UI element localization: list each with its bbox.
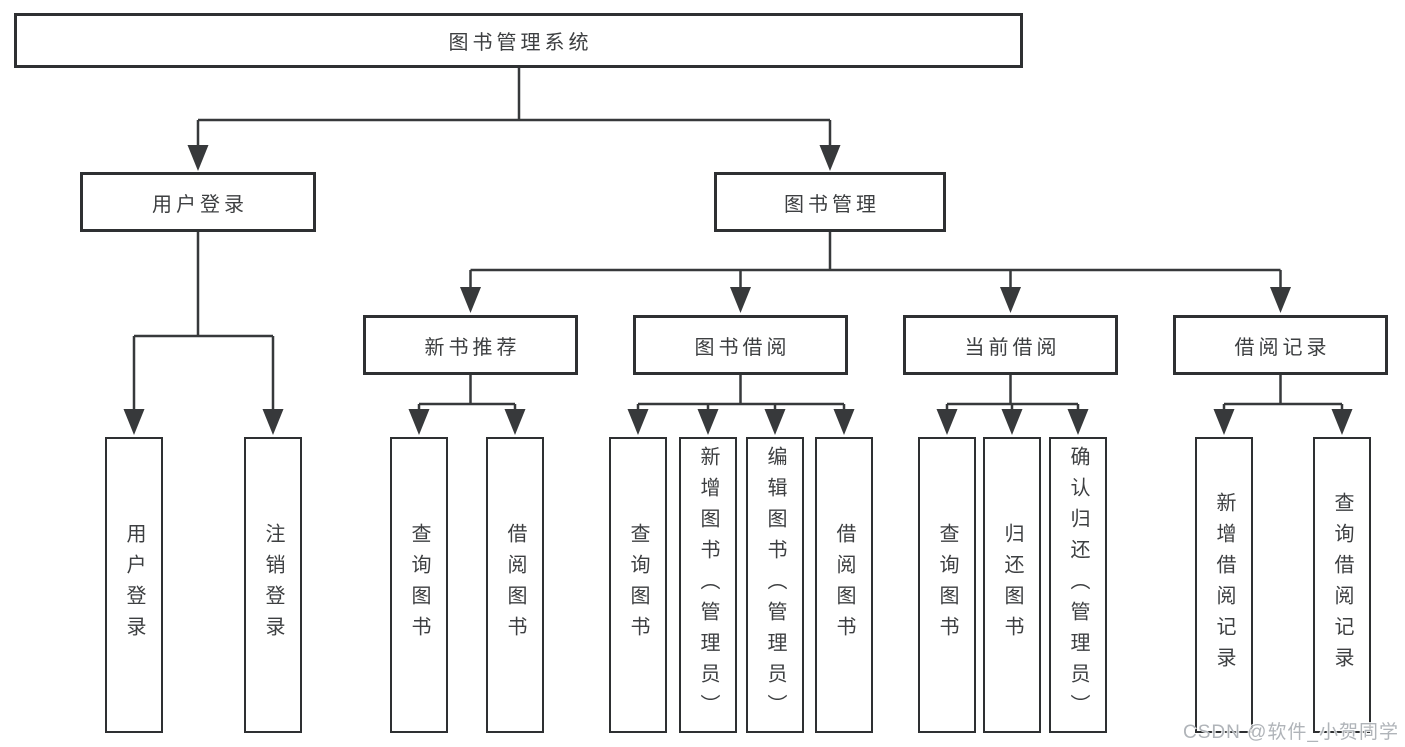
node-user-login: 用户登录	[80, 172, 316, 232]
arrowhead-icon	[460, 287, 481, 313]
arrowhead-icon	[819, 145, 841, 171]
connector-path	[469, 232, 1282, 290]
node-book-borrowing: 图书借阅	[633, 315, 848, 375]
leaf-label: 归还图书	[1001, 523, 1023, 647]
arrowhead-icon	[833, 409, 855, 435]
arrowhead-icon	[1213, 409, 1235, 435]
watermark: CSDN @软件_小贺同学	[1183, 722, 1399, 743]
leaf-borrowing-borrow-books: 借阅图书	[815, 437, 873, 733]
arrowhead-icon	[1270, 287, 1291, 313]
leaf-label: 查询图书	[408, 523, 430, 647]
leaf-label: 借阅图书	[833, 523, 855, 647]
leaf-records-query-borrow-record: 查询借阅记录	[1313, 437, 1371, 733]
leaf-label: 借阅图书	[504, 523, 526, 647]
arrowhead-icon	[1001, 409, 1023, 435]
leaf-borrowing-add-books-admin: 新增图书（管理员）	[679, 437, 737, 733]
node-book-management-system: 图书管理系统	[14, 13, 1023, 68]
connector-path	[1222, 375, 1344, 412]
leaf-recommend-query-books: 查询图书	[390, 437, 448, 733]
arrowhead-icon	[1067, 409, 1089, 435]
arrowhead-icon	[123, 409, 145, 435]
leaf-current-query-books: 查询图书	[918, 437, 976, 733]
arrowhead-icon	[730, 287, 751, 313]
arrowhead-icon	[504, 409, 526, 435]
arrowhead-icon	[764, 409, 786, 435]
leaf-current-return-books: 归还图书	[983, 437, 1041, 733]
leaf-user-login: 用户登录	[105, 437, 163, 733]
leaf-records-add-borrow-record: 新增借阅记录	[1195, 437, 1253, 733]
leaf-label: 注销登录	[262, 523, 284, 647]
arrowhead-icon	[1000, 287, 1021, 313]
node-current-borrowing: 当前借阅	[903, 315, 1118, 375]
leaf-current-confirm-return-admin: 确认归还（管理员）	[1049, 437, 1107, 733]
arrowhead-icon	[1331, 409, 1353, 435]
leaf-label: 查询借阅记录	[1331, 492, 1353, 678]
arrowhead-icon	[936, 409, 958, 435]
node-book-management: 图书管理	[714, 172, 946, 232]
leaf-label: 查询图书	[936, 523, 958, 647]
arrowhead-icon	[697, 409, 719, 435]
leaf-label: 编辑图书（管理员）	[764, 445, 786, 725]
leaf-label: 新增借阅记录	[1213, 492, 1235, 678]
leaf-label: 用户登录	[123, 523, 145, 647]
node-borrowing-records: 借阅记录	[1173, 315, 1388, 375]
leaf-label: 查询图书	[627, 523, 649, 647]
arrowhead-icon	[262, 409, 284, 435]
node-new-book-recommend: 新书推荐	[363, 315, 578, 375]
connector-path	[196, 68, 832, 148]
arrowhead-icon	[627, 409, 649, 435]
arrowhead-icon	[187, 145, 209, 171]
connector-path	[636, 375, 846, 412]
leaf-label: 确认归还（管理员）	[1067, 445, 1089, 725]
leaf-recommend-borrow-books: 借阅图书	[486, 437, 544, 733]
arrowhead-icon	[408, 409, 430, 435]
leaf-logout: 注销登录	[244, 437, 302, 733]
leaf-borrowing-edit-books-admin: 编辑图书（管理员）	[746, 437, 804, 733]
connector-path	[945, 375, 1080, 412]
connector-path	[417, 375, 517, 412]
connector-path	[132, 232, 275, 412]
leaf-label: 新增图书（管理员）	[697, 445, 719, 725]
leaf-borrowing-query-books: 查询图书	[609, 437, 667, 733]
